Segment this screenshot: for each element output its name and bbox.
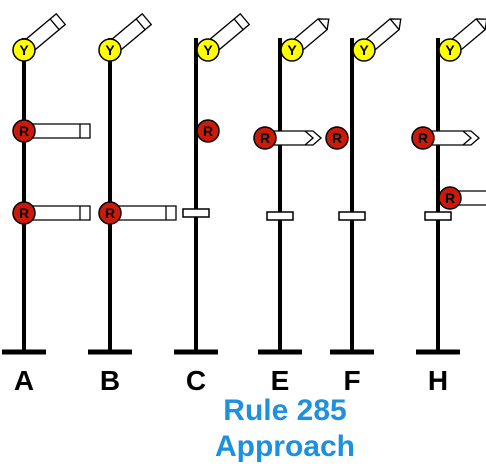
yellow-lamp: Y — [438, 18, 486, 62]
lamp-letter: R — [260, 130, 270, 146]
horizontal-blade — [457, 190, 486, 206]
lamp-letter: Y — [287, 42, 297, 58]
caption-rule-number: Rule 285 — [223, 394, 347, 427]
number-plate — [338, 211, 366, 221]
red-lamp: R — [253, 126, 322, 150]
lamp-disc — [438, 38, 462, 62]
lamp-letter: Y — [203, 42, 213, 58]
signal-label: B — [100, 365, 120, 396]
yellow-lamp: Y — [352, 18, 402, 62]
lamp-letter: Y — [359, 42, 369, 58]
horizontal-blade — [430, 130, 480, 146]
horizontal-blade — [31, 123, 91, 139]
caption-rule-name: Approach — [214, 430, 355, 463]
lamp-disc — [12, 201, 36, 225]
lamp-letter: R — [105, 205, 115, 221]
lamp-disc — [196, 38, 220, 62]
signal-label: H — [428, 365, 448, 396]
horizontal-blade — [272, 130, 322, 146]
signal-c: Y R C — [174, 12, 251, 396]
lamp-letter: Y — [105, 42, 115, 58]
lamp-disc — [12, 38, 36, 62]
lamp-letter: Y — [19, 42, 29, 58]
red-lamp: R — [12, 119, 91, 143]
lamp-disc — [98, 201, 122, 225]
horizontal-blade — [31, 205, 91, 221]
signal-label: E — [271, 365, 290, 396]
lamp-disc — [12, 119, 36, 143]
lamp-letter: R — [203, 123, 213, 139]
lamp-disc — [438, 186, 462, 210]
signal-label: C — [186, 365, 206, 396]
lamp-letter: R — [332, 130, 342, 146]
signal-label: F — [343, 365, 360, 396]
lamp-letter: R — [19, 205, 29, 221]
signal-a: Y R R A — [2, 12, 91, 396]
lamp-letter: Y — [445, 42, 455, 58]
yellow-lamp: Y — [280, 18, 330, 62]
lamp-letter: R — [418, 130, 428, 146]
horizontal-blade — [117, 205, 177, 221]
lamp-disc — [196, 119, 220, 143]
lamp-disc — [411, 126, 435, 150]
yellow-lamp: Y — [196, 12, 251, 62]
red-lamp: R — [196, 119, 220, 143]
red-lamp: R — [438, 186, 486, 210]
lamp-disc — [325, 126, 349, 150]
lamp-letter: R — [445, 190, 455, 206]
signal-b: Y R B — [88, 12, 177, 396]
signal-e: Y R E — [253, 18, 330, 396]
lamp-disc — [253, 126, 277, 150]
lamp-disc — [352, 38, 376, 62]
lamp-disc — [280, 38, 304, 62]
signal-f: Y R F — [325, 18, 402, 396]
red-lamp: R — [325, 126, 349, 150]
signal-label: A — [14, 365, 34, 396]
number-plate — [424, 211, 452, 221]
red-lamp: R — [98, 201, 177, 225]
red-lamp: R — [12, 201, 91, 225]
number-plate — [182, 208, 210, 218]
number-plate — [266, 211, 294, 221]
lamp-letter: R — [19, 123, 29, 139]
yellow-lamp: Y — [12, 12, 67, 62]
lamp-disc — [98, 38, 122, 62]
yellow-lamp: Y — [98, 12, 153, 62]
signal-h: Y R R H — [411, 18, 486, 396]
red-lamp: R — [411, 126, 480, 150]
